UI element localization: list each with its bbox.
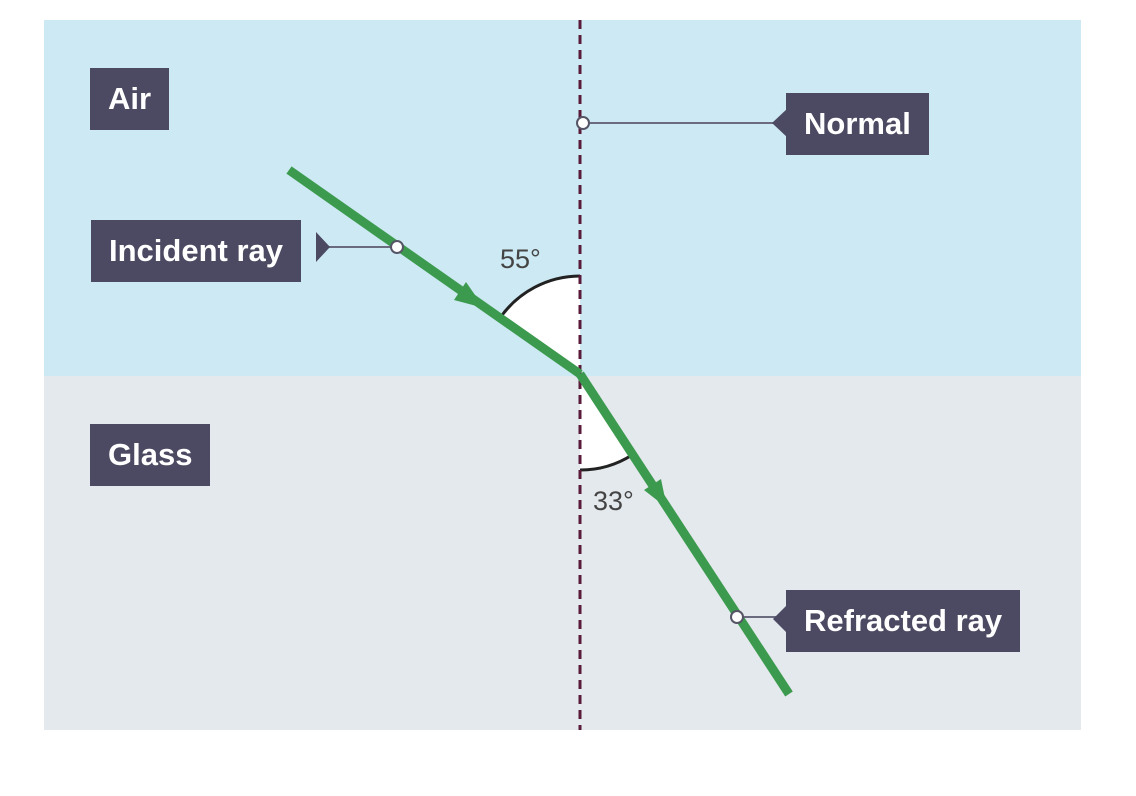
incident-ray-label: Incident ray	[91, 220, 301, 282]
glass-region	[44, 376, 1081, 730]
incidence-angle-label: 55°	[500, 244, 541, 274]
incident-leader-dot	[390, 240, 404, 254]
refracted-arrow-head	[644, 479, 667, 508]
glass-label: Glass	[90, 424, 211, 486]
normal-label-pointer	[772, 108, 788, 138]
air-label: Air	[90, 68, 170, 130]
incident-label-pointer	[316, 232, 330, 262]
refraction-angle-arc	[579, 453, 633, 472]
refracted-leader-dot	[730, 610, 744, 624]
incidence-angle-arc	[498, 274, 581, 319]
refracted-ray-label: Refracted ray	[786, 590, 1021, 652]
incident-arrow-head	[454, 282, 484, 308]
refracted-label-pointer	[773, 604, 788, 634]
refracted-ray	[576, 371, 793, 697]
normal-label: Normal	[786, 93, 929, 155]
incidence-angle-sector	[500, 276, 580, 374]
refraction-angle-label: 33°	[593, 486, 634, 516]
normal-leader-dot	[576, 116, 590, 130]
incident-ray	[286, 166, 583, 378]
